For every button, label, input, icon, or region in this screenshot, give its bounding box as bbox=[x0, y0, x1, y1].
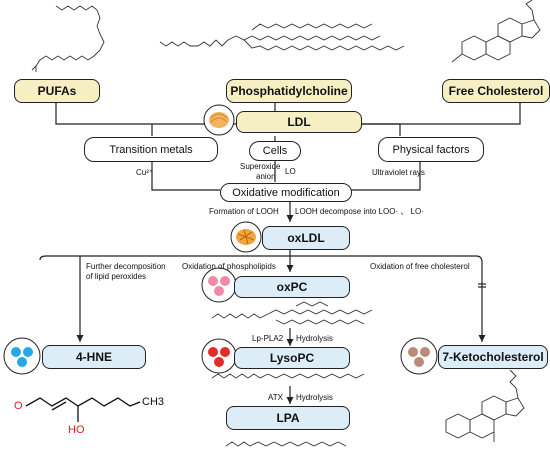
oxidative-modification-box: Oxidative modification bbox=[220, 183, 352, 202]
free-cholesterol-label: Free Cholesterol bbox=[448, 84, 544, 98]
transition-metals-box: Transition metals bbox=[84, 137, 218, 162]
oxldl-box: oxLDL bbox=[262, 226, 350, 250]
hne-o-label: O bbox=[14, 400, 23, 412]
keto-label: 7-Ketocholesterol bbox=[442, 350, 544, 364]
anion-label: anion bbox=[256, 172, 276, 181]
hne-box: 4-HNE bbox=[42, 345, 146, 369]
cholesterol-structure bbox=[451, 0, 541, 63]
oxpc-icon bbox=[201, 267, 237, 303]
hydrolysis-label-1: Hydrolysis bbox=[296, 334, 333, 343]
lysopc-icon bbox=[201, 338, 237, 374]
formation-label: Formation of LOOH bbox=[209, 207, 279, 216]
phosphatidylcholine-box: Phosphatidylcholine bbox=[226, 79, 352, 103]
free-cholesterol-box: Free Cholesterol bbox=[442, 79, 550, 103]
lysopc-box: LysoPC bbox=[234, 347, 350, 369]
ldl-box: LDL bbox=[236, 111, 362, 133]
ox-cholesterol-label: Oxidation of free cholesterol bbox=[370, 262, 470, 271]
atx-label: ATX bbox=[268, 393, 283, 402]
keto-structure bbox=[445, 369, 525, 442]
lysopc-structure bbox=[211, 373, 365, 379]
oxpc-label: oxPC bbox=[276, 280, 308, 294]
keto-box: 7-Ketocholesterol bbox=[438, 345, 548, 369]
physical-factors-label: Physical factors bbox=[392, 143, 470, 156]
cells-label: Cells bbox=[262, 145, 288, 157]
ox-phospholipids-label: Oxidation of phospholipids bbox=[182, 262, 276, 271]
lysopc-label: LysoPC bbox=[269, 351, 315, 365]
superoxide-label: Superoxide bbox=[240, 162, 281, 171]
oxldl-label: oxLDL bbox=[287, 231, 325, 245]
physical-factors-box: Physical factors bbox=[378, 137, 484, 162]
lpa-box: LPA bbox=[226, 406, 350, 430]
phosphatidylcholine-label: Phosphatidylcholine bbox=[230, 84, 348, 98]
cu-label: Cu²⁺ bbox=[136, 168, 154, 177]
decompose-label: LOOH decompose into LOO· 、 LO· bbox=[295, 207, 424, 216]
oxidative-modification-label: Oxidative modification bbox=[232, 186, 340, 199]
pufa-structure bbox=[31, 5, 105, 72]
further-label-1: Further decomposition bbox=[86, 262, 166, 271]
keto-icon bbox=[400, 337, 438, 375]
ldl-label: LDL bbox=[287, 115, 311, 129]
oxldl-icon bbox=[230, 221, 262, 253]
oxpc-structure bbox=[211, 301, 373, 325]
further-label-2: of lipid peroxides bbox=[86, 272, 147, 281]
pufas-box: PUFAs bbox=[14, 79, 100, 103]
uv-label: Ultraviolet rays bbox=[372, 168, 425, 177]
hne-structure bbox=[25, 397, 141, 422]
hne-icon bbox=[3, 337, 41, 375]
ldl-icon bbox=[203, 104, 235, 136]
lp-pla2-label: Lp-PLA2 bbox=[252, 334, 284, 343]
hne-ch3-label: CH3 bbox=[142, 396, 165, 408]
lpa-structure bbox=[225, 441, 347, 447]
pufas-label: PUFAs bbox=[37, 84, 77, 98]
oxpc-box: oxPC bbox=[234, 276, 350, 298]
hydrolysis-label-2: Hydrolysis bbox=[296, 393, 333, 402]
transition-metals-label: Transition metals bbox=[109, 143, 193, 156]
hne-label: 4-HNE bbox=[75, 350, 112, 364]
lpa-label: LPA bbox=[276, 411, 300, 425]
lo-label: LO bbox=[285, 167, 296, 176]
hne-ho-label: HO bbox=[68, 424, 85, 436]
pc-structure bbox=[159, 23, 405, 51]
cells-box: Cells bbox=[249, 141, 301, 161]
